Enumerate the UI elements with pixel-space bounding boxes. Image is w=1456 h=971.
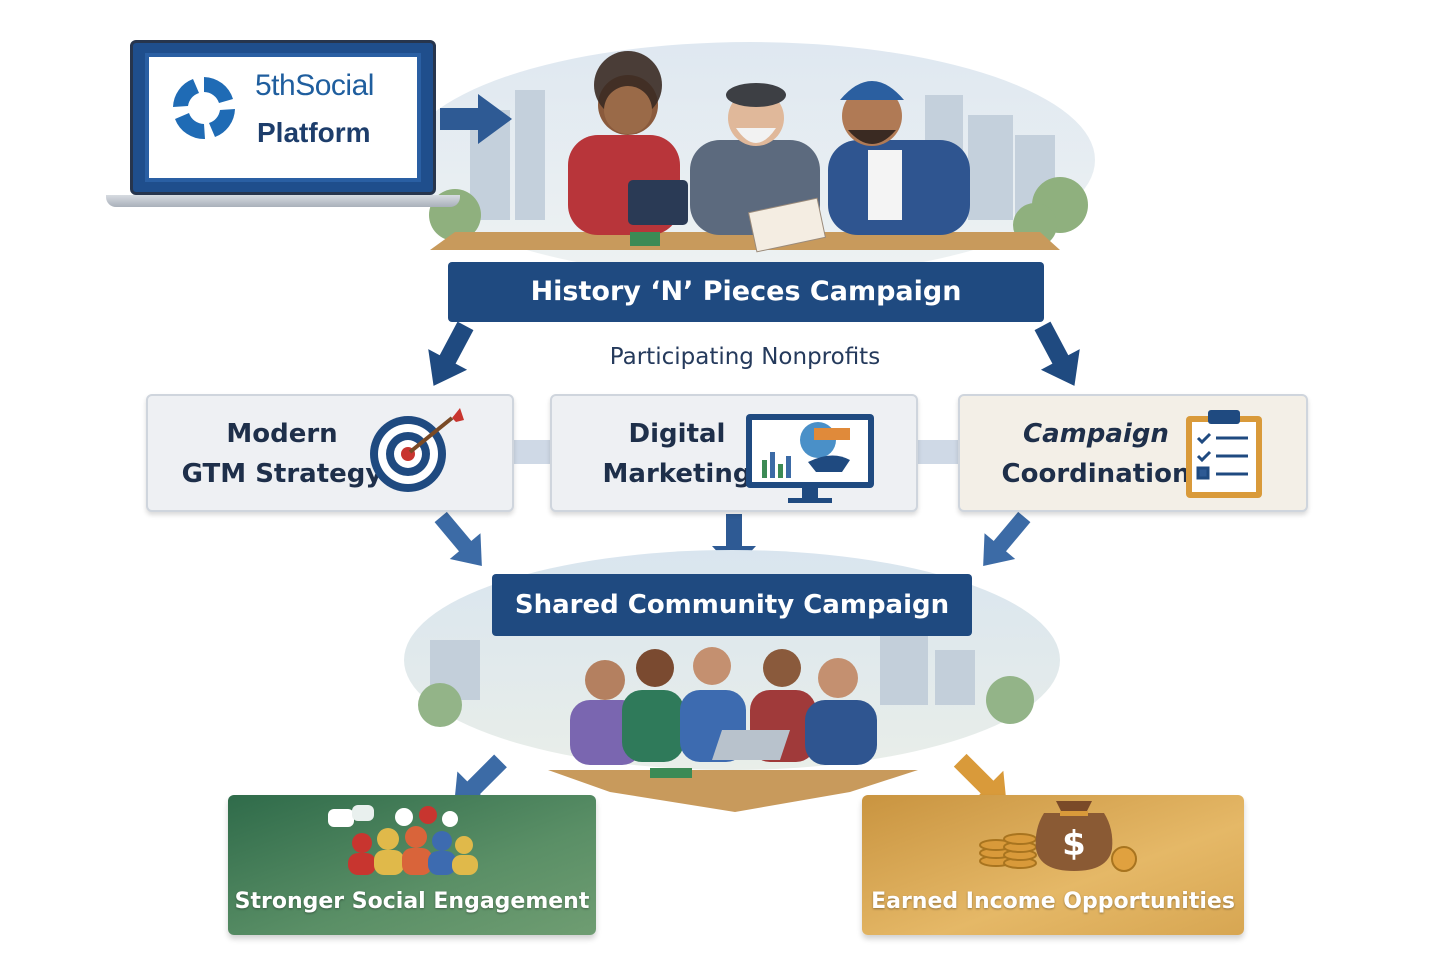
svg-text:$: $ (1062, 824, 1086, 864)
earned-income-label: Earned Income Opportunities (862, 889, 1244, 914)
box-connector-left (513, 440, 553, 464)
platform-laptop: 5thSocial Platform (130, 40, 436, 195)
campaign-title-banner: History ‘N’ Pieces Campaign (448, 262, 1044, 322)
community-chat-icon (318, 803, 498, 879)
nonprofit-box-gtm: Modern GTM Strategy (146, 394, 514, 512)
money-bag-icon: $ (974, 779, 1144, 879)
target-icon (360, 404, 470, 499)
shared-campaign-banner: Shared Community Campaign (492, 574, 972, 636)
coordination-line2: Coordination (980, 454, 1212, 494)
clipboard-checklist-icon (1182, 408, 1266, 500)
logo-wordmark: 5thSocial (255, 69, 374, 103)
laptop-base (106, 195, 460, 207)
nonprofit-box-coordination: Campaign Coordination (958, 394, 1308, 512)
outcome-card-income: $ Earned Income Opportunities (862, 795, 1244, 935)
logo-subtitle: Platform (257, 117, 371, 149)
coordination-line1: Campaign (980, 414, 1212, 454)
box-connector-right (917, 440, 959, 464)
social-engagement-label: Stronger Social Engagement (228, 889, 596, 914)
monitor-chart-icon (742, 410, 878, 506)
top-campaign-scene (405, 42, 1095, 278)
participating-label: Participating Nonprofits (560, 344, 930, 370)
outcome-card-social: Stronger Social Engagement (228, 795, 596, 935)
platform-logo-panel: 5thSocial Platform (145, 53, 421, 182)
nonprofit-box-digital: Digital Marketing (550, 394, 918, 512)
5thsocial-logo-icon (169, 73, 239, 143)
